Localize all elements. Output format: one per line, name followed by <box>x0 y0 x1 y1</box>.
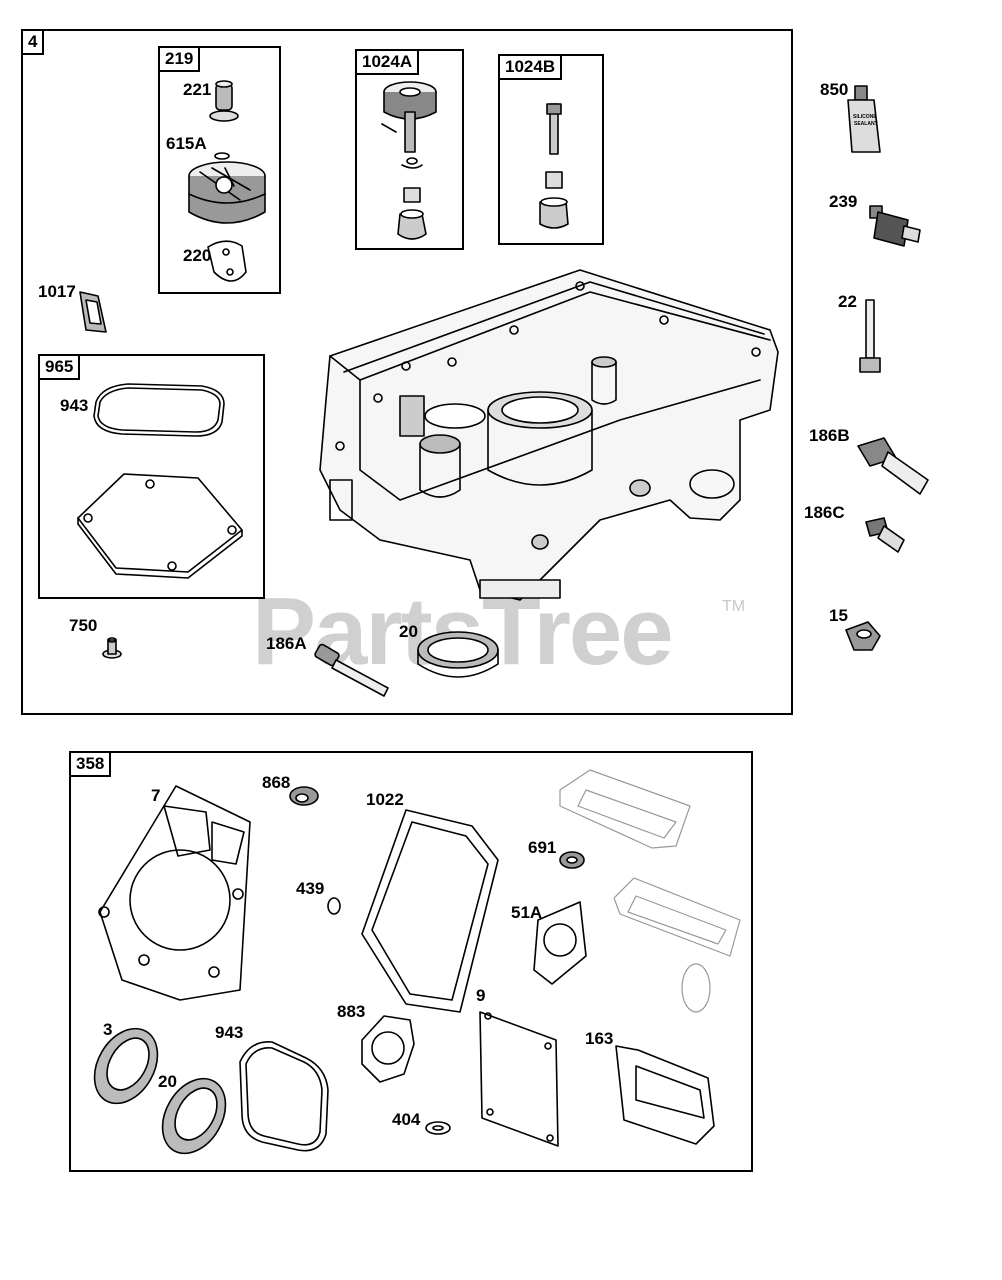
part-20-seal-drawing[interactable] <box>417 631 499 678</box>
part-22-bolt-drawing[interactable] <box>859 299 881 373</box>
part-691-seal-drawing[interactable] <box>559 851 585 869</box>
label-part-439[interactable]: 439 <box>296 879 325 898</box>
label-part-943[interactable]: 943 <box>60 396 89 415</box>
subgroup-box-1024b: 1024B <box>498 54 604 245</box>
subgroup-box-219: 219 <box>158 46 281 294</box>
part-239-switch-drawing[interactable] <box>869 205 921 247</box>
label-part-51a[interactable]: 51A <box>511 903 543 922</box>
sealant-tube-text-2: SEALANT <box>854 121 878 127</box>
label-part-750[interactable]: 750 <box>69 616 98 635</box>
part-1024a-gear-drawing[interactable] <box>381 81 437 240</box>
part-51a-gasket-drawing[interactable] <box>533 901 587 985</box>
part-1022-gasket-drawing[interactable] <box>361 809 499 1013</box>
part-883-gasket-drawing[interactable] <box>361 1015 415 1083</box>
label-part-868[interactable]: 868 <box>262 773 291 792</box>
subgroup-tag-965[interactable]: 965 <box>38 354 81 380</box>
assembly-box-4: 4 <box>21 29 793 715</box>
part-850-sealant-tube-drawing[interactable] <box>847 85 881 153</box>
part-186c-pin-drawing[interactable] <box>865 517 905 553</box>
label-part-20[interactable]: 20 <box>399 622 418 641</box>
watermark-trademark: TM <box>722 598 746 615</box>
reference-gasket-drawings <box>559 769 741 1013</box>
label-part-186b[interactable]: 186B <box>809 426 850 445</box>
part-404-washer-drawing[interactable] <box>425 1121 451 1135</box>
label-part-1022[interactable]: 1022 <box>366 790 404 809</box>
label-part-221[interactable]: 221 <box>183 80 212 99</box>
label-part-163[interactable]: 163 <box>585 1029 614 1048</box>
part-1024b-shaft-drawing[interactable] <box>539 103 569 229</box>
label-part-9[interactable]: 9 <box>476 986 486 1005</box>
label-part-239[interactable]: 239 <box>829 192 858 211</box>
part-163-gasket-drawing[interactable] <box>615 1045 715 1145</box>
label-part-404[interactable]: 404 <box>392 1110 421 1129</box>
part-20-gasket-set-seal-drawing[interactable] <box>150 1067 238 1164</box>
part-186b-pin-drawing[interactable] <box>857 437 929 495</box>
part-7-head-gasket-drawing[interactable] <box>98 785 251 1001</box>
label-part-691[interactable]: 691 <box>528 838 557 857</box>
part-439-ring-drawing[interactable] <box>327 897 341 915</box>
label-part-186a[interactable]: 186A <box>266 634 307 653</box>
label-part-220[interactable]: 220 <box>183 246 212 265</box>
label-part-7[interactable]: 7 <box>151 786 161 805</box>
part-943-set-gasket-drawing[interactable] <box>239 1041 329 1152</box>
part-9-gasket-drawing[interactable] <box>479 1011 559 1147</box>
subgroup-box-965: 965 <box>38 354 265 599</box>
crankcase-sump-drawing[interactable] <box>319 269 779 601</box>
subgroup-box-1024a: 1024A <box>355 49 464 250</box>
gasket-set-tag-358[interactable]: 358 <box>69 751 112 777</box>
assembly-tag-4[interactable]: 4 <box>21 29 45 55</box>
label-part-15[interactable]: 15 <box>829 606 848 625</box>
part-186a-pin-drawing[interactable] <box>314 643 389 697</box>
gasket-set-box-358: 358 <box>69 751 753 1172</box>
part-615a-gear-drawing[interactable] <box>188 152 266 224</box>
label-part-850[interactable]: 850 <box>820 80 849 99</box>
subgroup-tag-1024b[interactable]: 1024B <box>498 54 563 80</box>
label-part-615a[interactable]: 615A <box>166 134 207 153</box>
part-221-pin-drawing[interactable] <box>209 80 239 122</box>
label-part-1017[interactable]: 1017 <box>38 282 76 301</box>
subgroup-tag-1024a[interactable]: 1024A <box>355 49 420 75</box>
label-part-3[interactable]: 3 <box>103 1020 113 1039</box>
part-220-plate-drawing[interactable] <box>207 240 247 282</box>
part-750-screw-drawing[interactable] <box>102 637 122 659</box>
label-part-22[interactable]: 22 <box>838 292 857 311</box>
part-965-cover-drawing[interactable] <box>77 473 243 579</box>
label-part-883[interactable]: 883 <box>337 1002 366 1021</box>
label-part-943-set[interactable]: 943 <box>215 1023 244 1042</box>
sealant-tube-text-1: SILICONE <box>853 114 877 120</box>
part-3-seal-drawing[interactable] <box>82 1017 170 1114</box>
part-943-gasket-drawing[interactable] <box>93 383 225 437</box>
subgroup-tag-219[interactable]: 219 <box>158 46 201 72</box>
part-868-seal-drawing[interactable] <box>289 786 319 806</box>
label-part-186c[interactable]: 186C <box>804 503 845 522</box>
part-15-nut-drawing[interactable] <box>845 621 881 651</box>
label-part-20-set[interactable]: 20 <box>158 1072 177 1091</box>
part-1017-clip-drawing[interactable] <box>79 291 107 333</box>
